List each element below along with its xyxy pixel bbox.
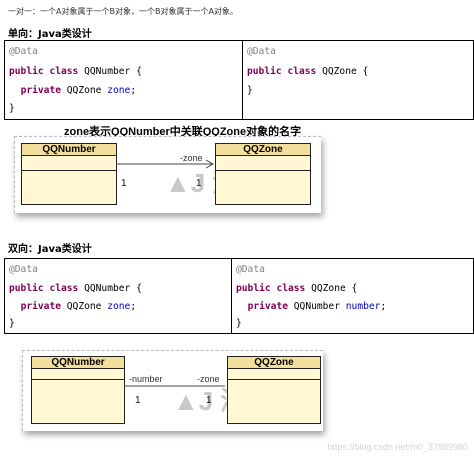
intro-text: 一对一：一个A对象属于一个B对象，一个B对象属于一个A对象。 <box>8 7 238 16</box>
association-arrow <box>116 159 215 169</box>
uml-class-qqnumber: QQNumber <box>31 356 125 424</box>
uml-diagram-2: ▲J 澎 QQNumber -number -zone 1 1 QQZone <box>22 350 323 431</box>
code-line: public class QQZone { <box>236 283 358 294</box>
code-line: } <box>9 103 15 114</box>
code-line: @Data <box>9 46 38 57</box>
diagram1-caption: zone表示QQNumber中关联QQZone对象的名字 <box>64 126 302 138</box>
uml-class-qqzone: QQZone <box>215 143 311 205</box>
code-line: public class QQZone { <box>247 66 369 77</box>
multiplicity-right: 1 <box>206 395 212 406</box>
uml-divider <box>228 379 320 380</box>
role-label-number: -number <box>129 374 163 384</box>
code-line: } <box>9 318 15 329</box>
section1-left-code: @Data public class QQNumber { private QQ… <box>5 41 243 119</box>
multiplicity-right: 1 <box>196 178 202 189</box>
section2-code-table: @Data public class QQNumber { private QQ… <box>4 258 474 334</box>
uml-class-qqnumber: QQNumber <box>21 143 117 205</box>
role-label-zone: -zone <box>197 374 220 384</box>
multiplicity-left: 1 <box>121 178 127 189</box>
uml-divider <box>32 379 124 380</box>
section2-left-code: @Data public class QQNumber { private QQ… <box>5 259 232 333</box>
uml-divider <box>216 170 310 171</box>
code-line: private QQNumber number; <box>247 301 387 312</box>
code-line: @Data <box>247 46 276 57</box>
code-line: private QQZone zone; <box>20 85 137 96</box>
uml-class-name: QQZone <box>216 144 310 156</box>
code-line: private QQZone zone; <box>20 301 137 312</box>
section1-right-code: @Data public class QQZone { } <box>243 41 473 119</box>
uml-class-name: QQNumber <box>22 144 116 156</box>
code-line: public class QQNumber { <box>9 66 142 77</box>
uml-diagram-1: ▲J 澎 QQNumber -zone 1 1 QQZone <box>14 136 321 213</box>
code-line: public class QQNumber { <box>9 283 142 294</box>
multiplicity-left: 1 <box>135 395 141 406</box>
section2-right-code: @Data public class QQZone { private QQNu… <box>232 259 473 333</box>
code-line: } <box>236 318 242 329</box>
footer-watermark-url: https://blog.csdn.net/m0_37989980 <box>327 442 468 452</box>
uml-class-name: QQNumber <box>32 357 124 369</box>
section1-code-table: @Data public class QQNumber { private QQ… <box>4 40 474 120</box>
section2-heading: 双向：Java类设计 <box>8 244 92 255</box>
code-line: @Data <box>236 264 265 275</box>
association-line <box>124 385 225 387</box>
code-line: @Data <box>9 264 38 275</box>
uml-class-name: QQZone <box>228 357 320 369</box>
uml-class-qqzone: QQZone <box>227 356 321 424</box>
role-label-zone: -zone <box>180 153 203 163</box>
uml-divider <box>22 170 116 171</box>
code-line: } <box>247 85 253 96</box>
section1-heading: 单向：Java类设计 <box>8 29 92 40</box>
